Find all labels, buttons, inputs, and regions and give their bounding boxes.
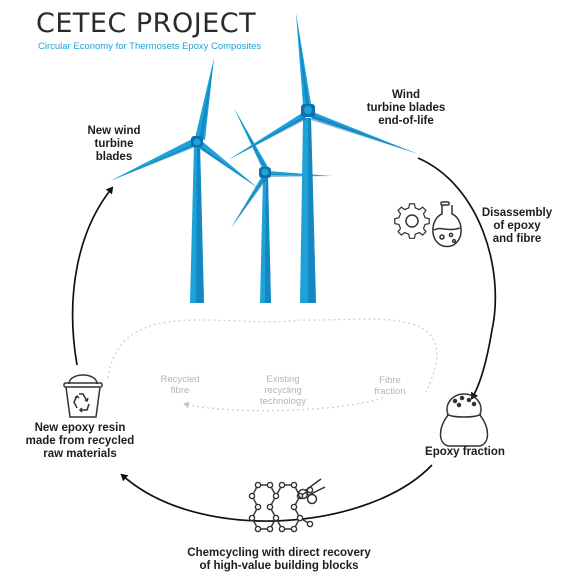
gear-icon: [394, 203, 430, 239]
existing-loop-top: [107, 318, 438, 393]
label-epoxy-fraction: Epoxy fraction: [425, 446, 505, 458]
flask-icon: [432, 201, 462, 248]
recycling-bucket-icon: [63, 374, 103, 418]
scissors-icon: [297, 478, 326, 505]
cycle-arrow-chemcycling: [120, 464, 433, 522]
cycle-arrow-new-blades: [71, 186, 114, 366]
sack-icon: [439, 393, 489, 447]
molecule-icon: [248, 481, 314, 533]
page-title: CETEC PROJECT: [36, 8, 257, 39]
page-subtitle: Circular Economy for Thermosets Epoxy Co…: [38, 41, 262, 52]
wind-turbine-icon: [110, 13, 418, 303]
cycle-arrow-disassembly: [417, 157, 497, 400]
